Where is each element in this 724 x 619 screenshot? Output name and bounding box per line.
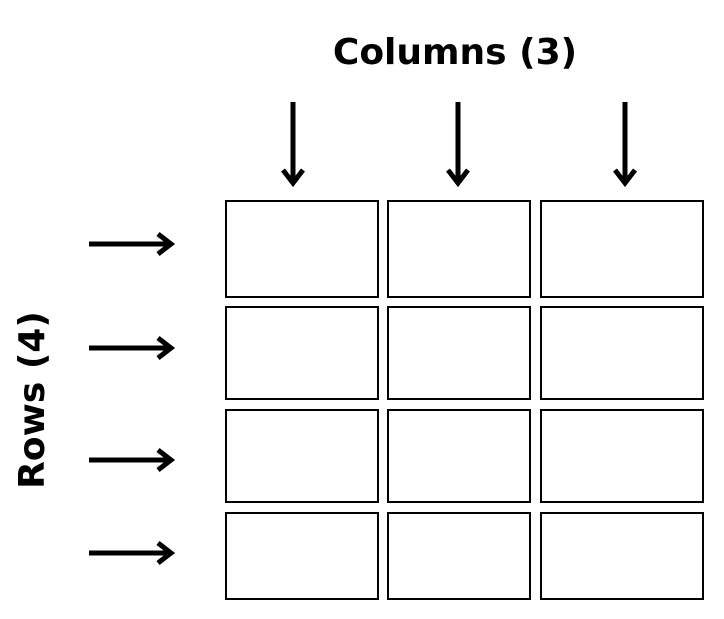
grid-cell [540, 306, 704, 400]
grid-cell [387, 409, 531, 503]
column-arrow-icon [446, 102, 470, 188]
grid-cell [225, 512, 379, 600]
grid-cell [387, 512, 531, 600]
grid-cell [540, 200, 704, 298]
row-arrow-icon [89, 232, 176, 256]
grid-cell [540, 512, 704, 600]
row-arrow-icon [89, 336, 176, 360]
grid-cell [387, 200, 531, 298]
row-arrow-icon [89, 541, 176, 565]
grid-cell [225, 306, 379, 400]
column-arrow-icon [281, 102, 305, 188]
columns-label: Columns (3) [332, 32, 578, 73]
column-arrow-icon [613, 102, 637, 188]
grid-cell [540, 409, 704, 503]
grid-cell [225, 409, 379, 503]
grid-cell [225, 200, 379, 298]
grid-cell [387, 306, 531, 400]
row-arrow-icon [89, 448, 176, 472]
